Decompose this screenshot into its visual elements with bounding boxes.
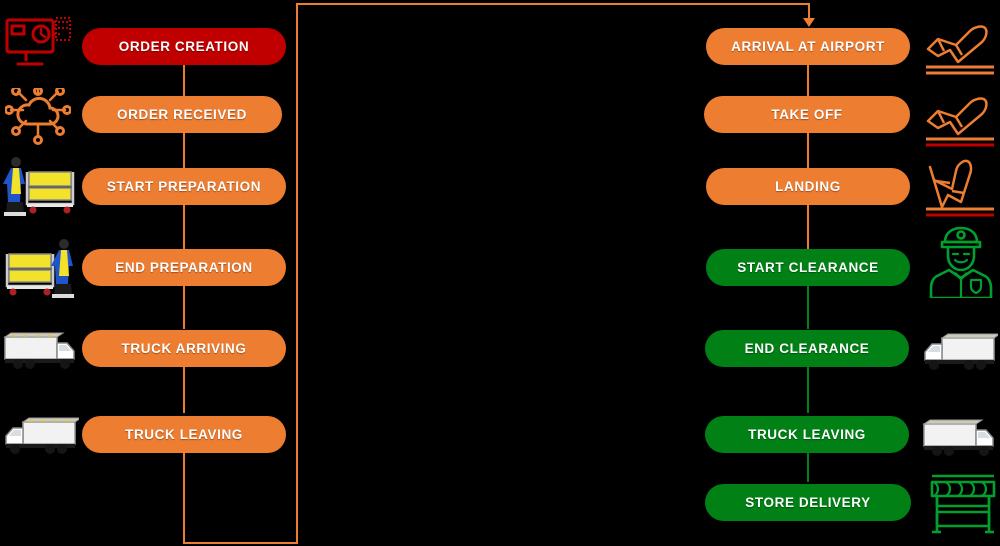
- icon-worker-cart-left: [2, 152, 78, 218]
- step-label: TRUCK ARRIVING: [121, 341, 247, 356]
- step-order-received[interactable]: ORDER RECEIVED: [82, 96, 282, 133]
- icon-airplane-landing: [920, 152, 1000, 222]
- step-label: START CLEARANCE: [737, 260, 879, 275]
- connector-top-to-arrival-at-airport: [808, 3, 810, 19]
- step-order-creation[interactable]: ORDER CREATION: [82, 28, 286, 65]
- step-label: TAKE OFF: [771, 107, 843, 122]
- connector-take-off-to-landing: [807, 133, 809, 168]
- icon-airplane-takeoff-1: [920, 12, 1000, 80]
- step-label: ORDER CREATION: [118, 39, 250, 54]
- icon-computer-order: [2, 14, 74, 76]
- connector-truck-arriving-to-truck-leaving: [183, 367, 185, 413]
- connector-start-clearance-to-end-clearance: [807, 286, 809, 329]
- icon-truck-right-clearance: [918, 320, 1000, 378]
- connector-start-preparation-to-end-preparation: [183, 205, 185, 249]
- step-landing[interactable]: LANDING: [706, 168, 910, 205]
- step-label: LANDING: [775, 179, 841, 194]
- step-end-clearance[interactable]: END CLEARANCE: [705, 330, 909, 367]
- icon-airplane-takeoff-2: [920, 84, 1000, 152]
- step-start-preparation[interactable]: START PREPARATION: [82, 168, 286, 205]
- step-store-delivery[interactable]: STORE DELIVERY: [705, 484, 911, 521]
- connector-truck-leaving-down-tail: [183, 453, 185, 543]
- step-end-preparation[interactable]: END PREPARATION: [82, 249, 286, 286]
- step-label: ORDER RECEIVED: [117, 107, 247, 122]
- step-start-clearance[interactable]: START CLEARANCE: [706, 249, 910, 286]
- connector-truck-leaving-to-store-delivery: [807, 453, 809, 482]
- icon-customs-officer: [922, 222, 1000, 300]
- connector-right-riser: [296, 3, 298, 543]
- arrow-into-arrival-at-airport: [803, 18, 815, 27]
- step-truck-leaving-origin[interactable]: TRUCK LEAVING: [82, 416, 286, 453]
- step-label: TRUCK LEAVING: [125, 427, 243, 442]
- connector-order-received-to-start-preparation: [183, 133, 185, 168]
- step-truck-leaving-destination[interactable]: TRUCK LEAVING: [705, 416, 909, 453]
- connector-landing-to-start-clearance: [807, 205, 809, 249]
- step-label: END PREPARATION: [115, 260, 253, 275]
- icon-truck-left-leaving: [918, 406, 1000, 464]
- icon-store-stall: [925, 468, 1000, 540]
- step-label: START PREPARATION: [106, 179, 262, 194]
- connector-top-horizontal: [296, 3, 810, 5]
- icon-worker-cart-right: [2, 234, 78, 300]
- step-label: ARRIVAL AT AIRPORT: [731, 39, 885, 54]
- connector-end-preparation-to-truck-arriving: [183, 286, 185, 329]
- icon-cloud-network: [2, 86, 74, 148]
- step-take-off[interactable]: TAKE OFF: [704, 96, 910, 133]
- connector-arrival-to-take-off: [807, 64, 809, 96]
- step-truck-arriving[interactable]: TRUCK ARRIVING: [82, 330, 286, 367]
- icon-truck-right: [0, 318, 80, 378]
- step-label: END CLEARANCE: [744, 341, 870, 356]
- connector-end-clearance-to-truck-leaving: [807, 367, 809, 413]
- connector-bottom-horizontal: [183, 542, 298, 544]
- step-label: STORE DELIVERY: [745, 495, 871, 510]
- connector-order-creation-to-order-received: [183, 64, 185, 96]
- step-arrival-at-airport[interactable]: ARRIVAL AT AIRPORT: [706, 28, 910, 65]
- icon-truck-left: [0, 403, 80, 463]
- step-label: TRUCK LEAVING: [748, 427, 866, 442]
